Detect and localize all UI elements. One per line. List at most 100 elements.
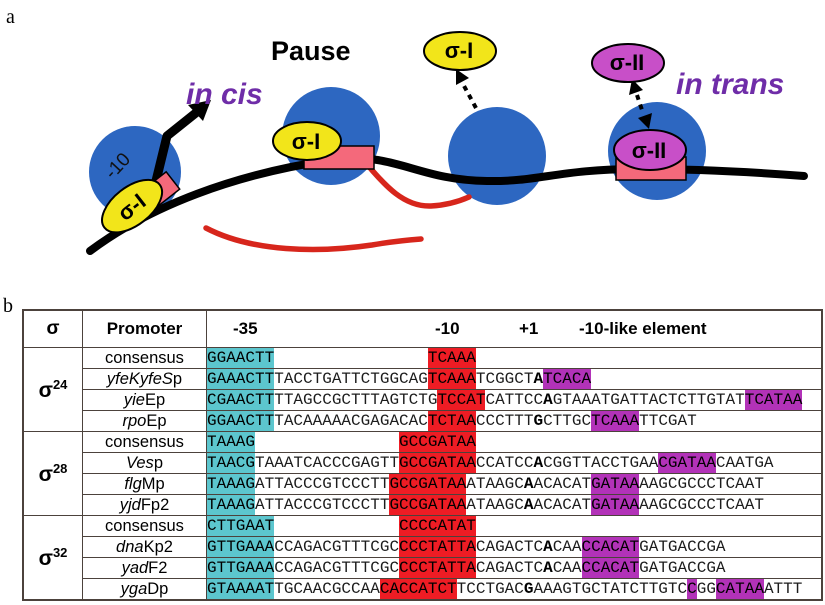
sequence-segment: GATGACCGA <box>639 559 726 577</box>
red-highlight-segment: CCCCATAT <box>399 516 476 536</box>
in-trans-label: in trans <box>676 68 785 101</box>
purple-highlight-segment: TCAAA <box>591 411 640 431</box>
sequence-segment: ATAAGC <box>466 496 524 514</box>
plus1-base: A <box>543 559 553 577</box>
sequence-segment: CAGACTC <box>475 538 544 556</box>
sigma1-label: σ-I <box>292 129 321 154</box>
purple-highlight-segment: CCACAT <box>581 558 640 578</box>
promoter-name: yfeKyfeSp <box>82 368 207 390</box>
sequence-segment: CCATCC <box>475 454 534 472</box>
cyan-highlight-segment: GTAAAAT <box>207 579 275 599</box>
sequence-segment <box>274 516 399 536</box>
promoter-alignment-table: σ Promoter -35 -10 +1 -10-like element σ… <box>22 309 823 601</box>
promoter-sequence: TAAAGATTACCCGTCCCTTGCCGATAAATAAGCAACACAT… <box>206 494 823 516</box>
promoter-sequence: GAAACTTTACCTGATTCTGGCAGTCAAATCGGCTATCACA <box>206 368 823 390</box>
sequence-segment: CCCTTT <box>475 412 534 430</box>
cyan-highlight-segment: TAACG <box>207 453 256 473</box>
red-highlight-segment: GCCGATAA <box>389 495 467 515</box>
promoter-name: flgMp <box>82 473 207 495</box>
in-cis-label: in cis <box>186 78 263 111</box>
sequence-segment: ATTACCCGTCCCTT <box>255 496 390 514</box>
sigma1-paused-assembly: σ-I <box>272 121 375 170</box>
plus1-base: A <box>523 475 534 493</box>
promoter-sequence: GTTGAAACCAGACGTTTCGCCCCTATTACAGACTCACAAC… <box>206 557 823 579</box>
red-highlight-segment: CCCTATTA <box>399 558 476 578</box>
pause-label: Pause <box>271 36 351 66</box>
promoter-sequence: TAACGTAAATCACCCGAGTTGCCGATAACCATCCACGGTT… <box>206 452 823 474</box>
sigma1-ellipse <box>272 121 342 161</box>
sequence-segment: CATTCC <box>485 391 544 409</box>
cyan-highlight-segment: GGAACTT <box>207 411 275 431</box>
sigma1-promoter-assembly: σ-I <box>101 170 181 234</box>
purple-highlight-segment: GATAA <box>591 495 640 515</box>
table-header-row: σ Promoter -35 -10 +1 -10-like element <box>22 309 823 348</box>
sequence-segment: AAGCGCCCTCAAT <box>639 475 764 493</box>
promoter-sequence: GTAAAATTGCAACGCCAACACCATCTTCCTGACGAAAGTG… <box>206 578 823 601</box>
sigma2-free-ellipse <box>591 43 665 83</box>
promoter-sequence: GGAACTT TCAAA <box>206 347 823 369</box>
promoter-sequence: TAAAG GCCGATAA <box>206 431 823 453</box>
promoter-name: Vesp <box>82 452 207 474</box>
sequence-segment: CCAGACGTTTCGC <box>274 538 400 556</box>
sequence-segment: CTTGC <box>543 412 592 430</box>
red-highlight-segment: TCAAA <box>427 348 476 368</box>
plus1-base: A <box>523 496 534 514</box>
red-highlight-segment: GCCGATAA <box>389 474 467 494</box>
cyan-highlight-segment: CGAACTT <box>207 390 275 410</box>
sigma1-release-arrowhead <box>456 69 469 85</box>
panel-b-label: b <box>3 295 13 317</box>
sequence-segment: AAGCGCCCTCAAT <box>639 496 764 514</box>
sigma1-ellipse <box>101 178 163 234</box>
sequence-segment: CAGACTC <box>475 559 544 577</box>
promoter-name: yadF2 <box>82 557 207 579</box>
purple-highlight-segment: C <box>687 579 697 599</box>
purple-highlight-segment: GATAA <box>591 474 640 494</box>
promoter-sequence: GTTGAAACCAGACGTTTCGCCCCTATTACAGACTCACAAC… <box>206 536 823 558</box>
sequence-segment <box>274 348 428 368</box>
cyan-highlight-segment: TAAAG <box>207 432 256 452</box>
col-header-minus10: -10 <box>435 319 460 338</box>
cyan-highlight-segment: GTTGAAA <box>207 537 275 557</box>
cyan-highlight-segment: TAAAG <box>207 474 256 494</box>
promoter-arrow <box>151 108 200 183</box>
purple-highlight-segment: CATAA <box>715 579 764 599</box>
col-header-sigma: σ <box>22 309 83 348</box>
promoter-name: consensus <box>82 431 207 453</box>
promoter-sequence: TAAAGATTACCCGTCCCTTGCCGATAAATAAGCAACACAT… <box>206 473 823 495</box>
promoter-name: yjdFp2 <box>82 494 207 516</box>
sequence-segment <box>255 432 399 452</box>
plus1-base: A <box>543 391 553 409</box>
red-highlight-segment: TCTAA <box>427 411 476 431</box>
sequence-segment: ATTACCCGTCCCTT <box>255 475 390 493</box>
sequence-segment: CAA <box>552 559 582 577</box>
sigma1-label: σ-I <box>445 38 474 63</box>
sequence-segment: TACCTGATTCTGGCAG <box>274 370 428 388</box>
panel-a-diagram: σ-I -10 σ-I σ-II σ-I σ-II <box>86 31 808 255</box>
sigma1-free-ellipse <box>423 31 497 71</box>
panel-a-label: a <box>6 6 15 28</box>
sequence-segment: TACAAAAACGAGACAC <box>274 412 428 430</box>
sigma2-label: σ-II <box>610 50 645 75</box>
sequence-segment: ATAAGC <box>466 475 524 493</box>
sequence-segment: CAA <box>552 538 582 556</box>
sigma1-release-arrow <box>461 83 478 109</box>
sequence-segment: CCAGACGTTTCGC <box>274 559 400 577</box>
col-header-sequence: -35 -10 +1 -10-like element <box>206 309 823 348</box>
promoter-name: dnaKp2 <box>82 536 207 558</box>
cyan-highlight-segment: GGAACTT <box>207 348 275 368</box>
sigma2-exchange-arrow <box>635 94 645 114</box>
cyan-highlight-segment: CTTGAAT <box>207 516 275 536</box>
sigma-group-label: σ24 <box>22 347 83 432</box>
rna-polymerase-circle-3 <box>448 107 546 205</box>
rna-transcript-1 <box>203 225 424 253</box>
cyan-highlight-segment: TAAAG <box>207 495 256 515</box>
sigma2-bound-assembly: σ-II <box>613 129 687 181</box>
